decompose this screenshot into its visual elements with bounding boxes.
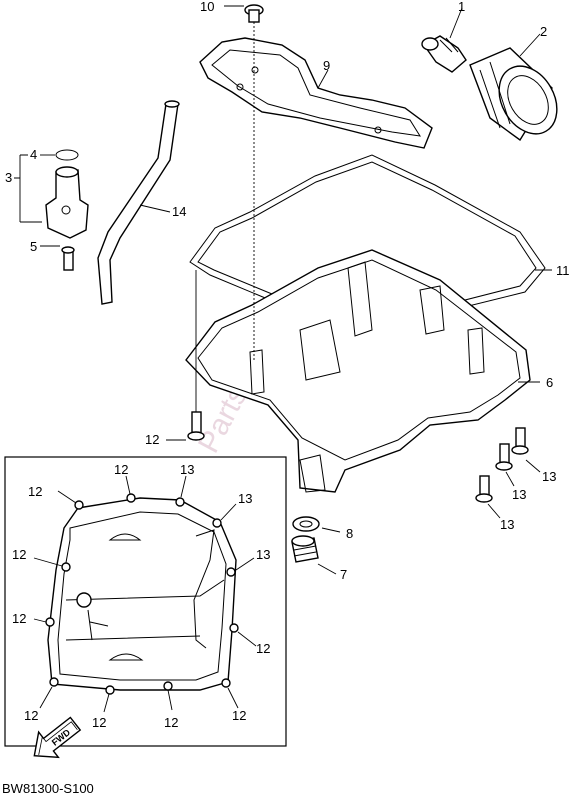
inset-oil-pan-bottom [47, 497, 237, 691]
callout-12-i8: 12 [164, 715, 178, 730]
callout-13-i2: 13 [238, 491, 252, 506]
callout-12-i4: 12 [12, 611, 26, 626]
callout-11: 11 [556, 263, 570, 278]
callout-13-i1: 13 [180, 462, 194, 477]
callout-12-i9: 12 [232, 708, 246, 723]
oil-filter-fitting-1 [421, 35, 467, 73]
bolt-13-a [511, 427, 529, 455]
callout-10: 10 [200, 0, 214, 14]
callout-13-c: 13 [500, 517, 514, 532]
callout-13-a: 13 [542, 469, 556, 484]
drain-bolt-7 [291, 535, 319, 563]
bolt-13-b [495, 443, 513, 471]
callout-12-i5: 12 [256, 641, 270, 656]
callout-2: 2 [540, 24, 547, 39]
oil-baffle-plate-9 [199, 37, 433, 149]
callout-12-i1: 12 [28, 484, 42, 499]
oil-sensor-housing-3 [45, 166, 89, 239]
drain-gasket-8 [292, 516, 320, 532]
callout-13-i3: 13 [256, 547, 270, 562]
inset-frame [4, 456, 287, 747]
callout-12-main: 12 [145, 432, 159, 447]
callout-5: 5 [30, 239, 37, 254]
callout-9: 9 [323, 58, 330, 73]
bolt-13-c [475, 475, 493, 503]
oil-level-pipe-14 [97, 103, 179, 305]
callout-4: 4 [30, 147, 37, 162]
diagram-code: BW81300-S100 [2, 781, 94, 796]
callout-12-i2: 12 [114, 462, 128, 477]
inset-bolt-holes [45, 493, 239, 695]
bolt-12-left [187, 411, 205, 441]
callout-13-b: 13 [512, 487, 526, 502]
callout-7: 7 [340, 567, 347, 582]
callout-3: 3 [5, 170, 12, 185]
bolt-10 [244, 4, 264, 23]
callout-12-i3: 12 [12, 547, 26, 562]
callout-1: 1 [458, 0, 465, 14]
oil-pan-6 [185, 249, 531, 493]
callout-6: 6 [546, 375, 553, 390]
o-ring-4 [55, 149, 79, 161]
oil-filter-2 [469, 47, 558, 142]
bolt-5 [61, 246, 75, 271]
callout-12-i7: 12 [92, 715, 106, 730]
callout-14: 14 [172, 204, 186, 219]
callout-8: 8 [346, 526, 353, 541]
callout-12-i6: 12 [24, 708, 38, 723]
